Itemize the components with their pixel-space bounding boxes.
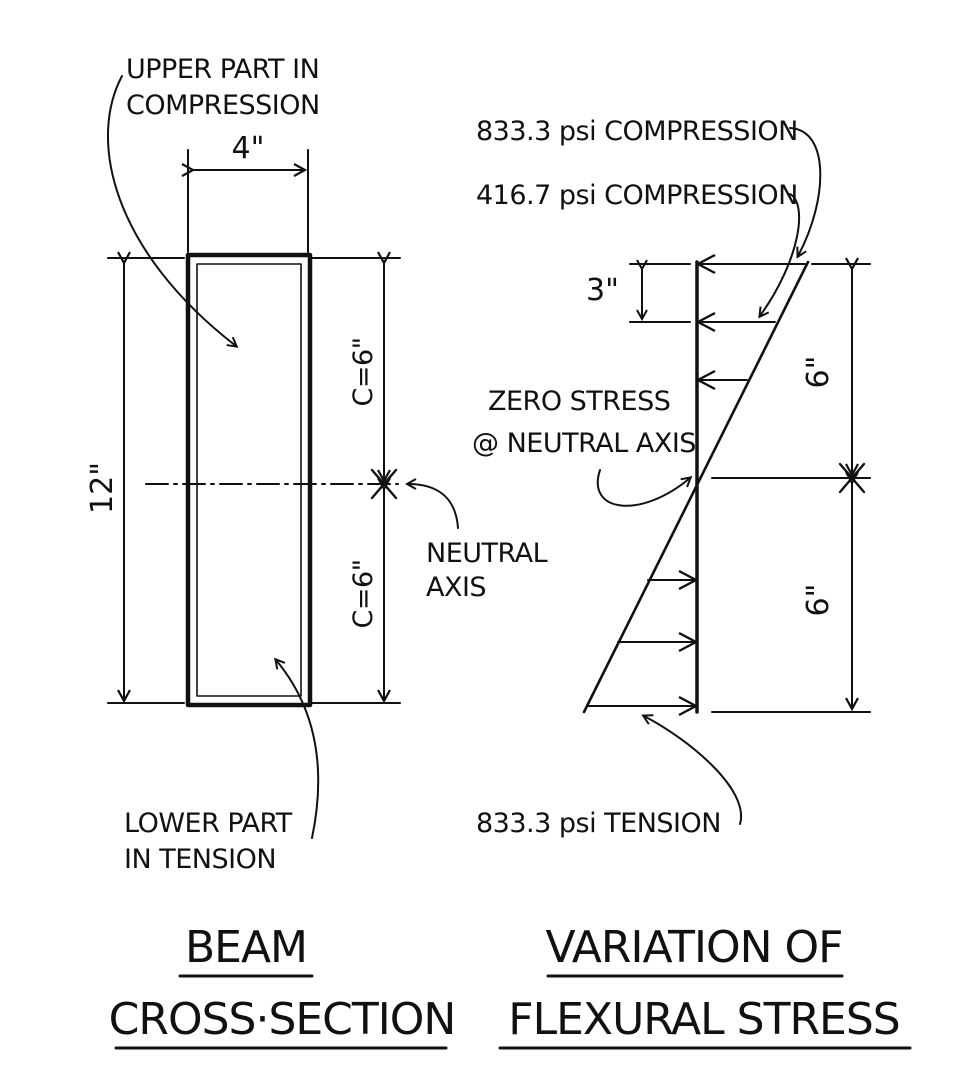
c-dimension-cross-mark — [370, 468, 398, 500]
max-compression-label: 833.3 psi COMPRESSION — [476, 116, 798, 147]
cross-section-title-line2: CROSS·SECTION — [109, 994, 456, 1045]
mid-compression-leader — [760, 193, 801, 316]
lower-part-label-line1: LOWER PART — [124, 808, 293, 839]
neutral-axis-label-line2: AXIS — [426, 572, 486, 603]
zero-stress-label-line1: ZERO STRESS — [488, 386, 670, 417]
neutral-axis-leader — [408, 484, 459, 529]
stress-profile-line — [582, 260, 810, 714]
stress-title-line2: FLEXURAL STRESS — [508, 994, 899, 1045]
upper-part-label-line1: UPPER PART IN — [126, 54, 319, 85]
neutral-axis-label-line1: NEUTRAL — [426, 538, 548, 569]
stress-title-line1: VARIATION OF — [546, 922, 843, 973]
max-tension-leader — [644, 716, 743, 825]
zero-stress-leader — [596, 469, 690, 507]
upper-part-label-line2: COMPRESSION — [126, 90, 320, 121]
upper-part-leader — [106, 75, 236, 346]
zero-stress-label-line2: @ NEUTRAL AXIS — [472, 428, 696, 459]
height-dimension-label: 12" — [85, 462, 120, 514]
lower-part-leader — [276, 660, 320, 839]
c-bottom-label: C=6" — [348, 559, 379, 628]
cross-section-title-line1: BEAM — [185, 922, 307, 973]
flexural-stress-distribution: 3" 6" 6" 833.3 psi COMPRESSION 416.7 psi… — [472, 116, 912, 1050]
max-tension-label: 833.3 psi TENSION — [476, 808, 721, 839]
mid-compression-label: 416.7 psi COMPRESSION — [476, 180, 798, 211]
beam-cross-section: 4" 12" C=6" C=6" NEUTRAL AXIS UPPER PART… — [85, 54, 548, 1050]
max-compression-leader — [789, 127, 822, 256]
lower-half-dimension-label: 6" — [801, 584, 836, 617]
beam-inner-outline — [196, 263, 302, 697]
stress-dimension-cross-mark — [838, 462, 866, 494]
lower-part-label-line2: IN TENSION — [124, 844, 276, 875]
offset-dimension-label: 3" — [586, 273, 619, 308]
upper-half-dimension-label: 6" — [801, 356, 836, 389]
width-dimension-label: 4" — [232, 131, 265, 166]
beam-outline — [185, 252, 313, 708]
c-top-label: C=6" — [348, 337, 379, 406]
